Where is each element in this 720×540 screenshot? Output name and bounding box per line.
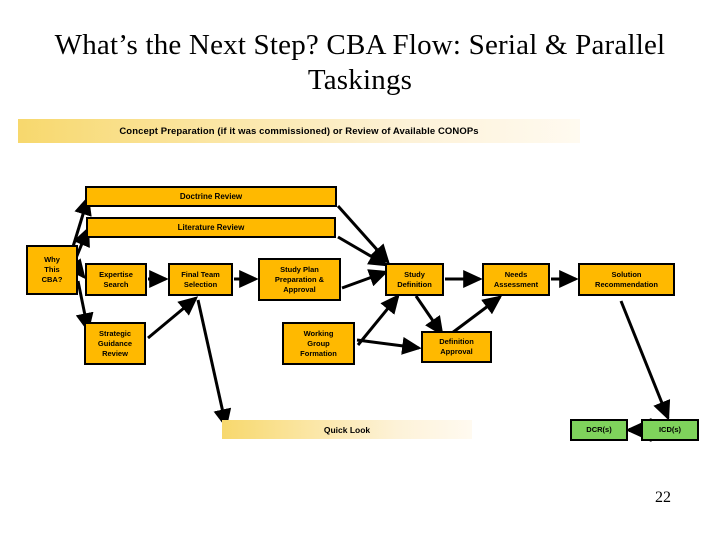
node-expertise-search-line1: Expertise (99, 269, 133, 279)
node-expertise-search-line2: Search (103, 279, 129, 289)
node-why-this-cba[interactable]: Why This CBA? (26, 245, 78, 295)
node-why-this-cba-line2: This (44, 265, 60, 274)
node-icds[interactable]: ICD(s) (641, 419, 699, 441)
node-final-team-selection[interactable]: Final Team Selection (168, 263, 233, 296)
node-definition-approval-line2: Approval (440, 347, 473, 356)
node-study-plan-line1: Study Plan (280, 264, 319, 274)
node-working-group-formation[interactable]: Working Group Formation (282, 322, 355, 365)
node-strategic-guidance-line1: Strategic (98, 328, 132, 338)
node-solution-recommendation-line1: Solution (611, 269, 642, 279)
quick-look-banner: Quick Look (222, 420, 472, 439)
node-strategic-guidance-review[interactable]: Strategic Guidance Review (84, 322, 146, 365)
node-final-team-selection-line2: Selection (183, 279, 218, 289)
node-strategic-guidance-line3: Review (102, 348, 128, 358)
node-study-definition-line2: Definition (397, 279, 432, 289)
node-expertise-search[interactable]: Expertise Search (85, 263, 147, 296)
node-study-definition-line1: Study (404, 269, 425, 279)
node-solution-recommendation-line2: Recommendation (595, 279, 658, 289)
node-study-plan-line3: Approval (283, 284, 316, 294)
node-strategic-guidance-line2: Guidance (97, 338, 133, 348)
concept-preparation-banner-label: Concept Preparation (if it was commissio… (119, 125, 479, 137)
quick-look-banner-label: Quick Look (323, 424, 371, 435)
node-literature-review-label: Literature Review (177, 222, 245, 232)
node-needs-assessment-line2: Assessment (493, 279, 539, 289)
concept-preparation-banner: Concept Preparation (if it was commissio… (18, 119, 580, 143)
node-dcrs[interactable]: DCR(s) (570, 419, 628, 441)
node-working-group-line3: Formation (300, 348, 337, 358)
node-solution-recommendation[interactable]: Solution Recommendation (578, 263, 675, 296)
node-definition-approval-line1: Definition (439, 337, 474, 346)
node-why-this-cba-line3: CBA? (41, 275, 63, 284)
node-study-plan-preparation[interactable]: Study Plan Preparation & Approval (258, 258, 341, 301)
node-definition-approval[interactable]: Definition Approval (421, 331, 492, 363)
node-doctrine-review-label: Doctrine Review (179, 191, 243, 201)
node-needs-assessment[interactable]: Needs Assessment (482, 263, 550, 296)
page-title: What’s the Next Step? CBA Flow: Serial &… (54, 29, 666, 96)
node-working-group-line1: Working (303, 328, 334, 338)
node-final-team-selection-line1: Final Team (181, 269, 220, 279)
node-doctrine-review[interactable]: Doctrine Review (85, 186, 337, 207)
node-study-definition[interactable]: Study Definition (385, 263, 444, 296)
node-literature-review[interactable]: Literature Review (86, 217, 336, 238)
node-working-group-line2: Group (307, 338, 330, 348)
node-why-this-cba-line1: Why (44, 255, 60, 264)
node-icds-label: ICD(s) (658, 425, 682, 434)
page-number: 22 (655, 489, 671, 506)
node-needs-assessment-line1: Needs (504, 269, 528, 279)
node-study-plan-line2: Preparation & (274, 274, 325, 284)
node-dcrs-label: DCR(s) (586, 425, 612, 434)
